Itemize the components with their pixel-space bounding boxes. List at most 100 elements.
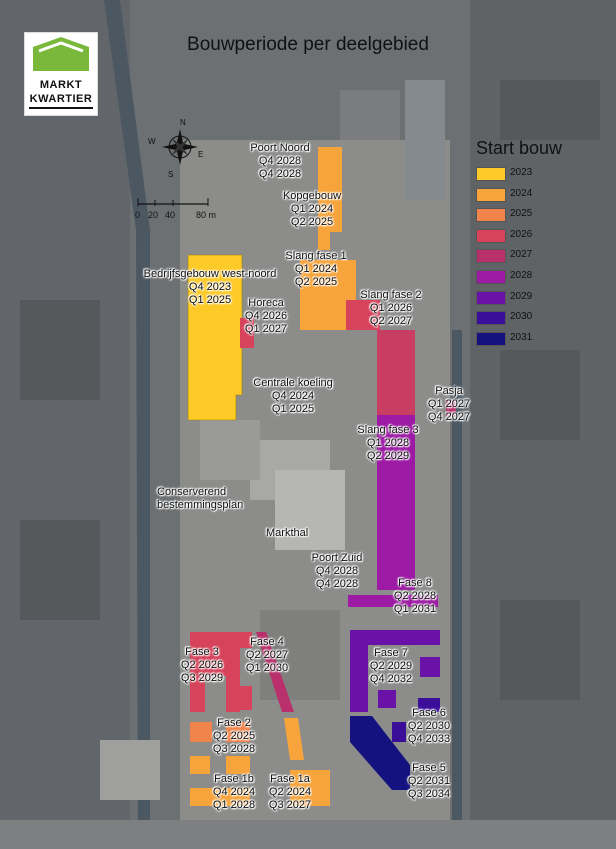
area-period: Q4 2028 bbox=[258, 155, 302, 167]
area-period: Q1 2025 bbox=[188, 294, 232, 306]
area-kopgebouw bbox=[318, 147, 342, 250]
area-name: Slang fase 3 bbox=[357, 424, 419, 436]
area-period: Q4 2032 bbox=[369, 673, 413, 685]
legend-swatch bbox=[476, 290, 506, 305]
area-name: Fase 1a bbox=[270, 773, 310, 785]
area-period: Q4 2028 bbox=[258, 168, 302, 180]
area-name: Fase 4 bbox=[250, 636, 284, 648]
scale-label-40: 40 bbox=[165, 210, 176, 220]
area-period: Q1 2027 bbox=[244, 323, 288, 335]
area-name: Fase 5 bbox=[412, 762, 446, 774]
area-fase-5 bbox=[350, 716, 410, 790]
area-name: Fase 3 bbox=[185, 646, 219, 658]
area-period: Q2 2029 bbox=[369, 660, 413, 672]
area-name: Fase 7 bbox=[374, 647, 408, 659]
area-name: Fase 2 bbox=[217, 717, 251, 729]
house-logo-icon bbox=[33, 37, 89, 71]
area-period: Q1 2026 bbox=[369, 302, 413, 314]
area-period: Q1 2030 bbox=[245, 662, 289, 674]
legend-label: 2023 bbox=[510, 167, 533, 178]
legend-label: 2030 bbox=[510, 311, 533, 323]
area-period: Q1 2031 bbox=[393, 603, 437, 615]
area-fase-2 bbox=[190, 722, 212, 742]
area-period: Q2 2024 bbox=[268, 786, 312, 798]
area-fase-7 bbox=[350, 630, 440, 712]
area-slang-strip bbox=[377, 330, 415, 415]
area-bedrijfsgebouw bbox=[187, 254, 243, 421]
area-fase-4 bbox=[256, 632, 294, 712]
area-period: Q1 2028 bbox=[366, 437, 410, 449]
area-name: Fase 8 bbox=[398, 577, 432, 589]
area-period: Q1 2024 bbox=[294, 263, 338, 275]
area-period: Q4 2023 bbox=[188, 281, 232, 293]
area-period: Q2 2025 bbox=[290, 216, 334, 228]
markt-kwartier-logo: MARKT KWARTIER bbox=[24, 32, 98, 116]
legend-label: 2027 bbox=[510, 249, 533, 261]
area-period: Q3 2028 bbox=[212, 743, 256, 755]
area-period: Q2 2029 bbox=[366, 450, 410, 462]
scale-bar bbox=[137, 198, 209, 206]
legend-label: 2029 bbox=[510, 290, 533, 302]
legend-label: 2025 bbox=[510, 208, 533, 220]
area-period: Q2 2025 bbox=[294, 276, 338, 288]
area-period: Q3 2034 bbox=[407, 788, 451, 800]
legend-swatch bbox=[476, 228, 506, 243]
area-name: Poort Zuid bbox=[311, 552, 363, 564]
area-name: Slang fase 2 bbox=[360, 289, 422, 301]
area-period: Q1 2028 bbox=[212, 799, 256, 811]
map-title: Bouwperiode per deelgebied bbox=[187, 34, 429, 55]
area-slang-fase-1 bbox=[300, 260, 356, 330]
area-period: Q2 2031 bbox=[407, 775, 451, 787]
legend-swatch bbox=[476, 167, 506, 181]
legend-label: 2024 bbox=[510, 187, 533, 199]
area-name: Bedrijfsgebouw west-noord bbox=[143, 268, 277, 280]
legend-label: 2028 bbox=[510, 270, 533, 281]
area-period: Q2 2027 bbox=[245, 649, 289, 661]
legend-swatch bbox=[476, 270, 506, 284]
area-period: Q4 2028 bbox=[315, 565, 359, 577]
area-pasja bbox=[446, 400, 456, 416]
area-name: Fase 6 bbox=[412, 707, 446, 719]
area-period: Q3 2027 bbox=[268, 799, 312, 811]
legend-swatch bbox=[476, 249, 506, 264]
area-name: Centrale koeling bbox=[253, 377, 333, 389]
compass-n: N bbox=[180, 118, 186, 127]
scale-label-20: 20 bbox=[148, 210, 159, 220]
legend-swatch bbox=[476, 187, 506, 202]
area-fase-8 bbox=[348, 595, 438, 607]
note-conserverend: Conserverend bestemmingsplan bbox=[157, 486, 244, 511]
area-period: Q1 2024 bbox=[290, 203, 334, 215]
area-period: Q3 2029 bbox=[180, 672, 224, 684]
area-fase-6 bbox=[418, 698, 440, 712]
compass-e: E bbox=[198, 150, 204, 159]
compass-icon bbox=[162, 129, 198, 165]
area-name: Horeca bbox=[248, 297, 284, 309]
area-period: Q2 2025 bbox=[212, 730, 256, 742]
note-markthal: Markthal bbox=[266, 527, 309, 539]
scale-label-80: 80 m bbox=[196, 210, 217, 220]
legend-label: 2026 bbox=[510, 228, 533, 240]
area-fase-1a bbox=[284, 718, 304, 760]
area-period: Q2 2027 bbox=[369, 315, 413, 327]
area-period: Q2 2028 bbox=[393, 590, 437, 602]
legend-title: Start bouw bbox=[476, 138, 563, 158]
area-period: Q1 2027 bbox=[427, 398, 471, 410]
